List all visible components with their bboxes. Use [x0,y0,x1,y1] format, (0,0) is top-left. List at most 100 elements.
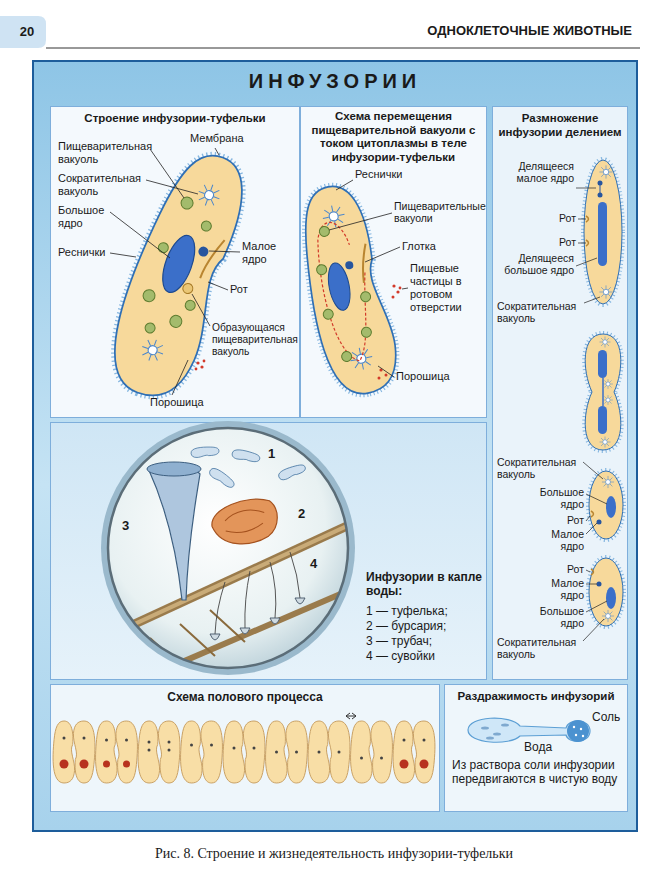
panel: Раздражимость инфузорийИз раствора соли … [444,684,628,812]
part-label: Большое ядро [526,605,584,630]
illustration-part [400,760,409,769]
illustration-part [598,193,603,198]
illustration-part [148,749,151,752]
illustration-part [210,744,213,747]
illustration-part [468,718,590,742]
illustration-part [172,360,188,395]
illustration-part [233,747,236,750]
illustration-part [60,760,69,769]
illustration-part [378,377,381,380]
illustration-part [210,598,305,640]
illustration-part [208,493,283,552]
illustration-part [130,193,230,344]
illustration-part [586,494,607,504]
illustration-part [243,721,265,783]
illustration-part [277,463,307,482]
part-label: Сократительная вакуоль [58,172,158,198]
illustration-part [105,739,108,742]
part-label: Рот [540,514,584,526]
illustration-part [591,569,594,575]
illustration-part [200,220,213,233]
illustration-part [589,558,623,626]
illustration-part [295,598,305,604]
illustration-part [201,721,223,783]
illustration-part [195,360,206,371]
illustration-part [481,723,509,739]
illustration-part [599,285,612,298]
illustration-part [325,261,354,312]
panel-heading: Инфузории в капле воды: [366,570,484,598]
illustration-part [120,610,245,680]
callout-number: 2 [298,506,310,521]
illustration-part [589,558,623,626]
illustration-part [576,188,596,189]
illustration-part [96,721,118,783]
illustration-part [602,476,614,488]
panel-heading: Раздражимость инфузорий [448,690,624,704]
illustration-part [139,336,167,364]
illustration-part [345,261,354,270]
part-label: Малое ядро [526,528,584,553]
illustration-part [392,284,395,287]
illustration-part [393,721,415,783]
callout-number: 1 [268,446,280,461]
panel-heading: Размножение инфузории делением [495,112,625,139]
illustration-part [351,721,373,783]
illustration-part [231,448,260,463]
illustration-part [361,326,373,338]
illustration-part [209,251,240,252]
daughter-cell [589,558,623,626]
illustration-part [583,619,604,641]
part-label: Пищеварительные вакуоли [394,200,486,225]
illustration-part [360,757,363,760]
illustration-part [53,721,75,783]
illustration-part [396,290,399,293]
illustration-part [168,749,171,752]
illustration-part [83,737,86,740]
part-label: Малое ядро [242,240,294,266]
illustration-part [270,562,276,618]
illustration-part [357,244,373,283]
part-label: Соль [592,710,626,724]
illustration-part [598,181,603,186]
panel: Строение инфузории-туфелькиПищеварительн… [50,106,300,418]
illustration-part [360,291,372,303]
illustration-part [584,160,622,304]
illustration-part [573,726,584,737]
illustration-part [196,361,199,364]
panel-heading: Строение инфузории-туфельки [54,112,296,126]
part-label: Порошица [150,396,220,409]
illustration-part [597,582,602,587]
illustration-part [116,721,138,783]
illustration-part [591,511,594,517]
illustration-part [181,282,194,295]
illustration-part [321,203,347,229]
illustration-part [598,202,607,266]
dividing-cell [584,160,622,304]
illustration-part [501,723,509,726]
part-label: Делящееся малое ядро [498,160,574,185]
illustration-part [125,739,128,742]
illustration-part [575,734,577,736]
header-rule [46,48,640,49]
part-label: Рот [540,563,584,575]
illustration-part [599,165,612,178]
illustration-part [586,523,597,534]
illustration-part [197,245,210,258]
illustration-part [493,732,501,735]
illustration-part [270,618,280,624]
part-label: Вода [524,740,564,754]
part-label: Малое ядро [526,577,584,602]
illustration-part [606,496,616,518]
part-label: Глотка [402,240,462,253]
illustration-part [179,195,194,210]
illustration-part [586,601,607,612]
illustration-part [328,721,350,783]
illustration-part [141,288,156,303]
illustration-part [292,180,404,400]
part-label: Делящееся большое ядро [498,252,574,277]
illustration-part [150,149,184,198]
illustration-part [322,308,334,320]
illustration-part [586,216,589,246]
lens-field [108,428,348,668]
